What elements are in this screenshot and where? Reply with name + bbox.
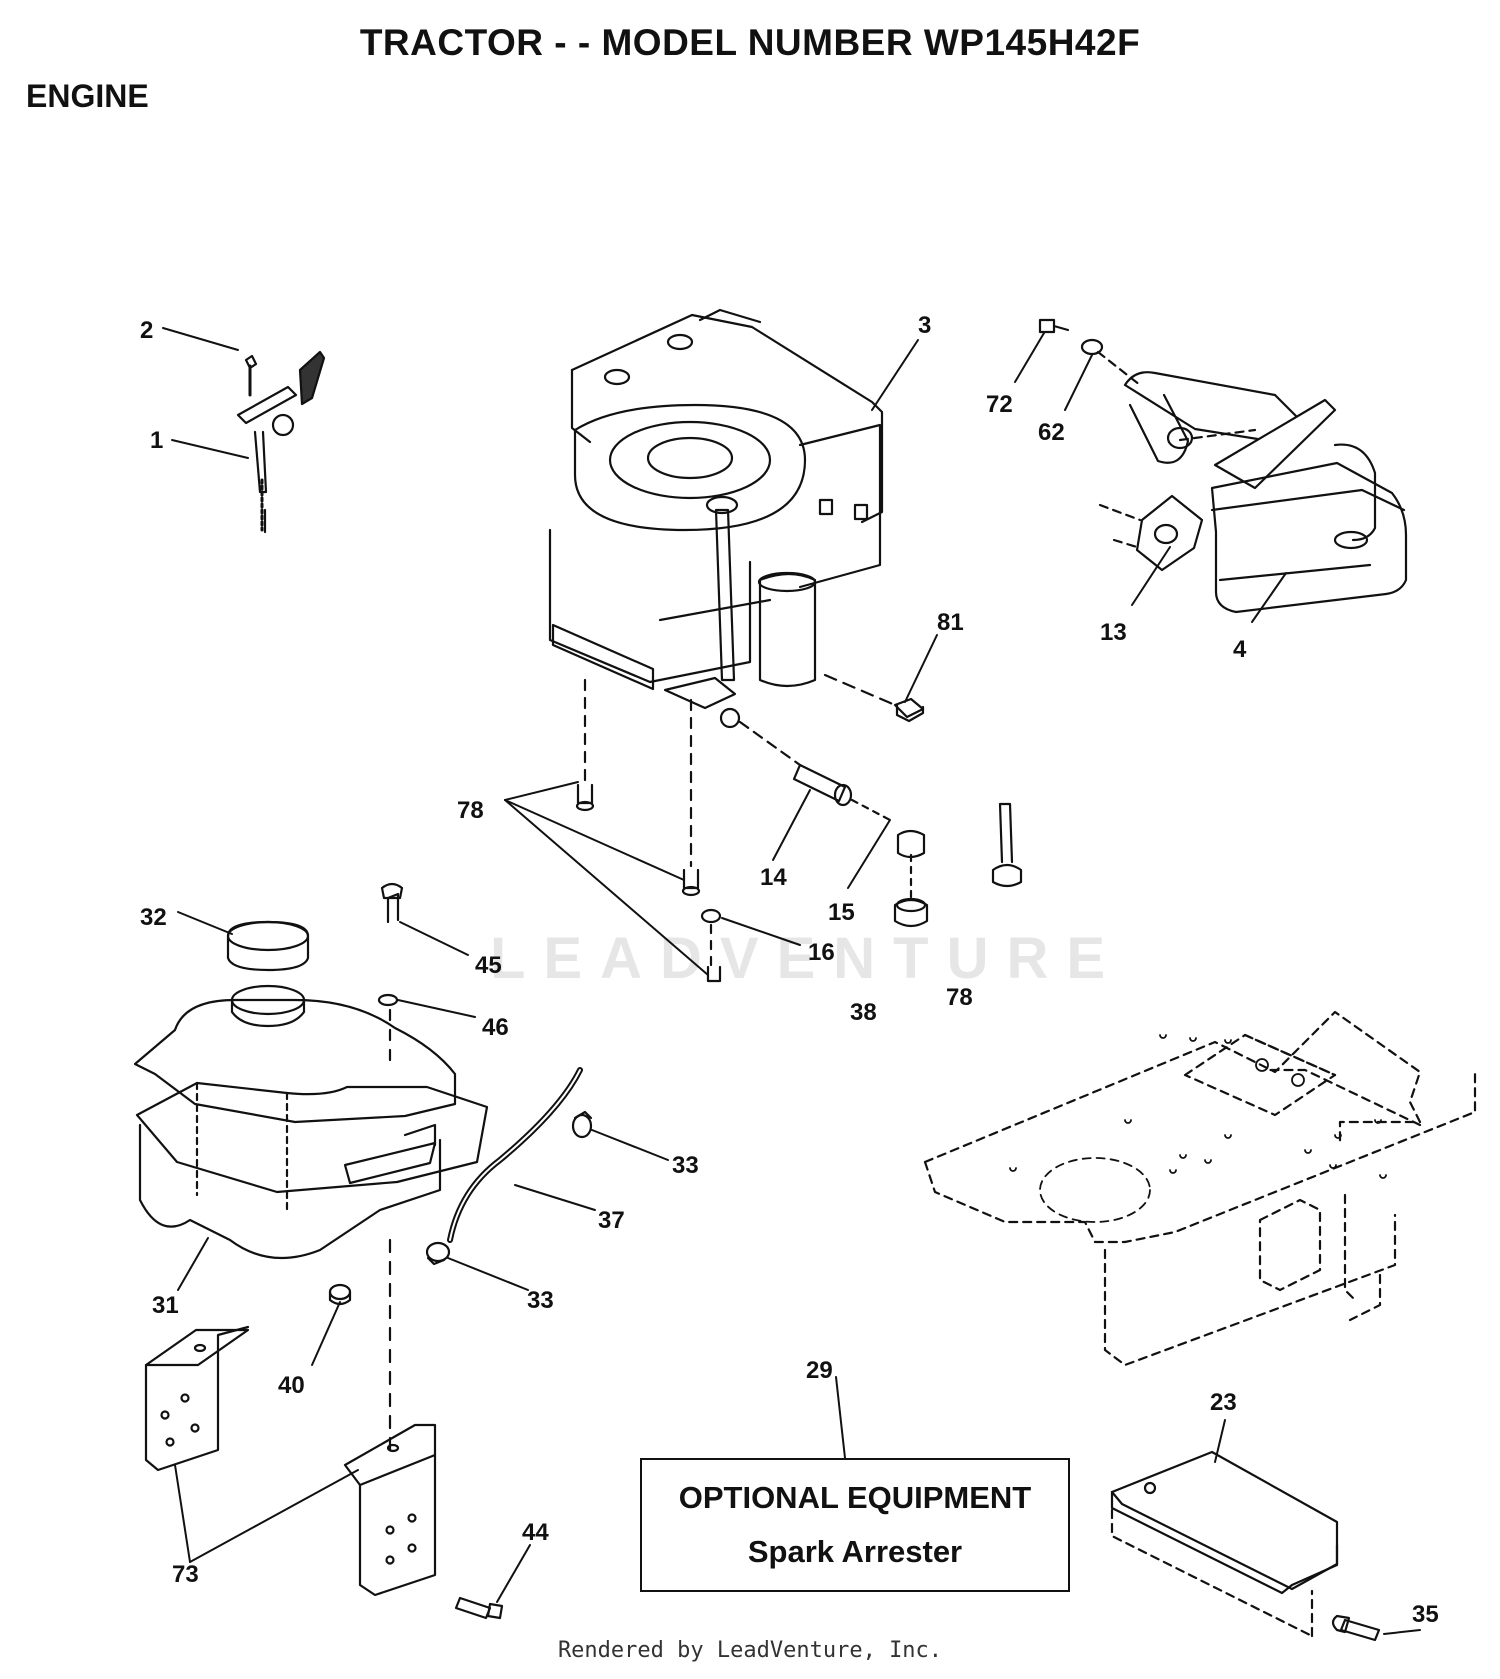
callout-40: 40 bbox=[278, 1372, 305, 1399]
spark-arrester-shield-part bbox=[1110, 1450, 1381, 1642]
callout-13: 13 bbox=[1100, 619, 1127, 646]
leader-lines bbox=[174, 1464, 359, 1563]
callout-23: 23 bbox=[1210, 1389, 1237, 1416]
fuel-tank-part bbox=[133, 882, 489, 1462]
callout-72: 72 bbox=[986, 391, 1013, 418]
fuel-line-part bbox=[328, 1067, 593, 1306]
fasteners-part bbox=[575, 673, 1023, 983]
throttle-control-part bbox=[236, 350, 326, 534]
callout-81: 81 bbox=[937, 609, 964, 636]
frame-holes bbox=[1009, 1034, 1387, 1223]
callout-16: 16 bbox=[808, 939, 835, 966]
muffler-part bbox=[1038, 318, 1408, 614]
leader-lines bbox=[835, 1376, 1421, 1635]
page-title: TRACTOR - - MODEL NUMBER WP145H42F bbox=[359, 22, 1141, 63]
callout-46: 46 bbox=[482, 1014, 509, 1041]
callout-33: 33 bbox=[672, 1152, 699, 1179]
callout-32: 32 bbox=[140, 904, 167, 931]
callout-62: 62 bbox=[1038, 419, 1065, 446]
watermark: LEADVENTURE bbox=[490, 926, 1124, 991]
section-heading: ENGINE bbox=[26, 78, 149, 114]
callout-38: 38 bbox=[850, 999, 877, 1026]
leader-lines bbox=[504, 634, 938, 976]
tank-bracket-part bbox=[144, 1325, 437, 1597]
leader-lines bbox=[496, 1544, 531, 1603]
leader-lines bbox=[162, 327, 249, 459]
callout-37: 37 bbox=[598, 1207, 625, 1234]
callout-78: 78 bbox=[457, 797, 484, 824]
callout-35: 35 bbox=[1412, 1601, 1439, 1628]
callout-33: 33 bbox=[527, 1287, 554, 1314]
callout-14: 14 bbox=[760, 864, 787, 891]
callout-29: 29 bbox=[806, 1357, 833, 1384]
callout-73: 73 bbox=[172, 1561, 199, 1588]
tractor-frame-part bbox=[923, 1010, 1477, 1367]
callout-15: 15 bbox=[828, 899, 855, 926]
callout-44: 44 bbox=[522, 1519, 549, 1546]
render-credit-footer: Rendered by LeadVenture, Inc. bbox=[557, 1638, 943, 1663]
optional-equipment-item: Spark Arrester bbox=[747, 1534, 963, 1569]
callout-2: 2 bbox=[140, 317, 153, 344]
callout-31: 31 bbox=[152, 1292, 179, 1319]
engine-part bbox=[548, 308, 884, 729]
callout-labels: 2 1 3 72 62 13 4 81 78 14 15 16 38 78 32… bbox=[140, 312, 1439, 1628]
optional-equipment-box: OPTIONAL EQUIPMENT Spark Arrester bbox=[640, 1458, 1070, 1592]
leader-lines bbox=[871, 339, 919, 411]
leader-lines bbox=[311, 1129, 669, 1366]
leader-lines bbox=[177, 911, 476, 1291]
optional-equipment-heading: OPTIONAL EQUIPMENT bbox=[678, 1480, 1032, 1515]
bolt-part bbox=[454, 1596, 504, 1620]
callout-78: 78 bbox=[946, 984, 973, 1011]
leader-lines bbox=[1014, 332, 1287, 623]
callout-4: 4 bbox=[1233, 636, 1247, 663]
callout-1: 1 bbox=[150, 427, 163, 454]
callout-45: 45 bbox=[475, 952, 502, 979]
callout-3: 3 bbox=[918, 312, 931, 339]
